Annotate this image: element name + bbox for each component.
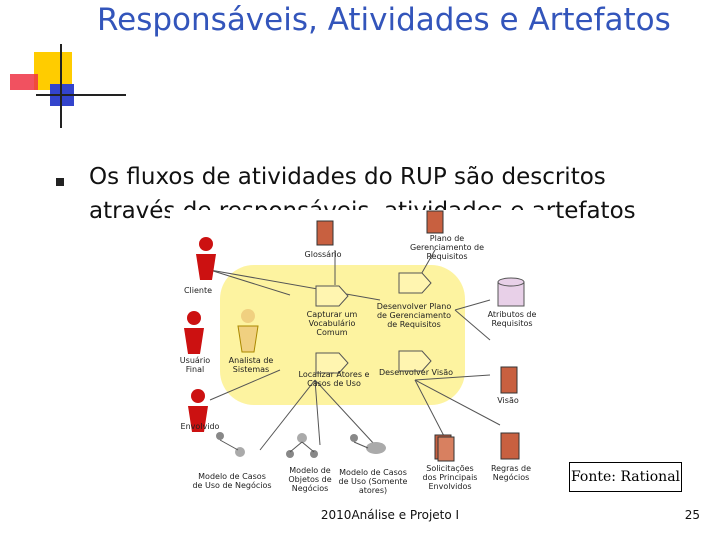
bullet-marker — [56, 178, 64, 186]
artifact-solicitacoes-label: Solicitações dos Principais Envolvidos — [422, 464, 478, 491]
source-label: Fonte: Rational — [569, 462, 682, 492]
actor-envolvido-label: Envolvido — [180, 422, 220, 431]
actor-cliente-label: Cliente — [183, 286, 213, 295]
diagram-arrows — [209, 249, 501, 451]
artifact-atributos-label: Atributos de Requisitos — [487, 310, 537, 328]
actor-envolvido-icon — [188, 389, 208, 432]
model-objetos-negocios-icon — [286, 433, 318, 458]
artifact-plano-icon — [426, 210, 444, 234]
logo-line-vertical — [60, 44, 62, 128]
page-number: 25 — [684, 508, 700, 522]
rup-diagram: Cliente Usuário Final Analista de Sistem… — [170, 210, 550, 500]
model-casos-uso-atores-icon — [350, 434, 386, 454]
artifact-glossario-label: Glossário — [304, 250, 342, 259]
artifact-regras-label: Regras de Negócios — [490, 464, 532, 482]
actor-cliente-icon — [196, 237, 216, 280]
activity-plano-icon — [398, 272, 432, 294]
slide-title: Responsáveis, Atividades e Artefatos — [97, 2, 671, 38]
artifact-visao-icon — [500, 366, 518, 394]
logo-line-horizontal — [36, 94, 126, 96]
footer-text: 2010Análise e Projeto I — [320, 508, 460, 522]
activity-visao-label: Desenvolver Visão — [378, 368, 454, 377]
artifact-regras-icon — [500, 432, 520, 460]
actor-usuario-final-icon — [184, 311, 204, 354]
actor-usuario-final-label: Usuário Final — [179, 356, 211, 374]
activity-capturar-icon — [315, 285, 349, 307]
model-casos-uso-negocios-label: Modelo de Casos de Uso de Negócios — [192, 472, 272, 490]
model-casos-uso-atores-label: Modelo de Casos de Uso (Somente atores) — [338, 468, 408, 495]
artifact-glossario-icon — [316, 220, 334, 246]
logo-square-red — [10, 74, 38, 90]
activity-localizar-label: Localizar Atores e Casos de Uso — [298, 370, 370, 388]
activity-visao-icon — [398, 350, 432, 372]
activity-plano-label: Desenvolver Plano de Gerenciamento de Re… — [376, 302, 452, 329]
actor-analista-icon — [237, 309, 259, 353]
model-objetos-negocios-label: Modelo de Objetos de Negócios — [288, 466, 332, 493]
activity-localizar-icon — [315, 352, 349, 374]
actor-analista-label: Analista de Sistemas — [228, 356, 274, 374]
artifact-solicitacoes-icon — [434, 434, 455, 462]
model-casos-uso-negocios-icon — [216, 432, 245, 457]
artifact-plano-label: Plano de Gerenciamento de Requisitos — [409, 234, 485, 261]
activity-capturar-label: Capturar um Vocabulário Comum — [306, 310, 358, 337]
artifact-visao-label: Visão — [497, 396, 519, 405]
logo-square-yellow — [34, 52, 72, 90]
artifact-atributos-icon — [497, 277, 525, 307]
